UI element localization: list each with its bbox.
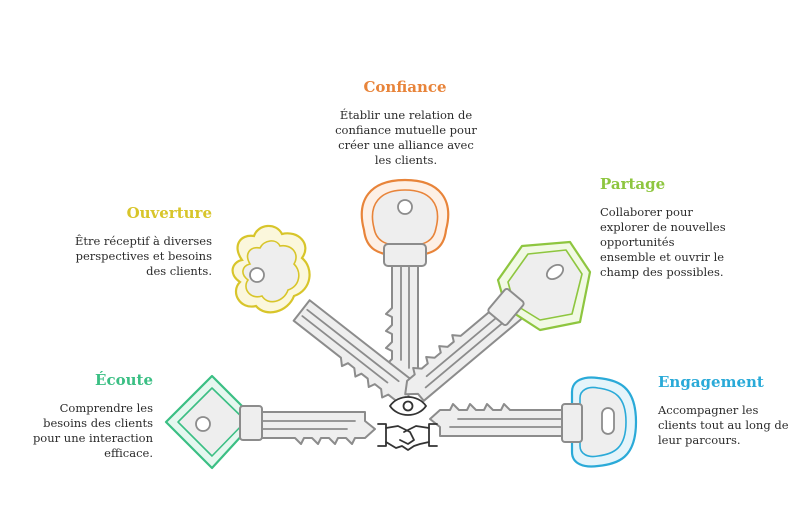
title-partage: Partage [600,175,666,193]
key-ouverture-head [231,224,311,314]
key-ecoute-head [164,374,263,470]
handshake-icon [377,423,438,451]
key-confiance-head [360,178,450,267]
title-engagement: Engagement [658,373,764,391]
eye-icon [388,396,428,416]
description-partage: Collaborer pour explorer de nouvelles op… [600,205,726,279]
description-confiance: Établir une relation de confiance mutuel… [335,108,477,167]
description-ouverture: Être réceptif à diverses perspectives et… [74,234,212,278]
key-engagement [429,403,571,437]
title-ecoute: Écoute [95,371,153,389]
key-engagement-head [561,376,638,468]
key-partage-head [487,240,592,332]
description-engagement: Accompagner les clients tout au long de … [658,403,789,447]
description-ecoute: Comprendre les besoins des clients pour … [32,401,153,460]
title-confiance: Confiance [363,78,447,96]
title-ouverture: Ouverture [126,204,212,222]
